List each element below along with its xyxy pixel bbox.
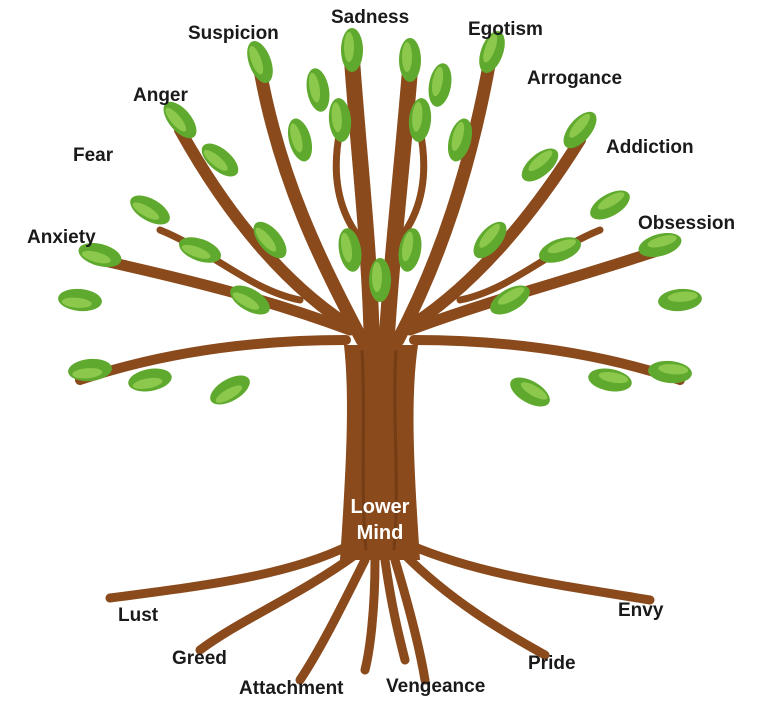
tree-branches xyxy=(75,52,685,385)
branch xyxy=(404,244,666,336)
leaf-icon xyxy=(638,232,682,258)
leaf-icon xyxy=(287,118,313,162)
label-lust: Lust xyxy=(118,605,159,626)
label-anxiety: Anxiety xyxy=(27,227,96,248)
root xyxy=(360,555,380,675)
leaf-icon xyxy=(473,221,507,259)
leaf-icon xyxy=(521,148,559,182)
label-attachment: Attachment xyxy=(239,678,344,699)
root xyxy=(195,550,360,655)
leaf-icon xyxy=(590,190,630,220)
trunk-body xyxy=(340,345,420,560)
leaf-icon xyxy=(510,377,550,407)
leaf-icon xyxy=(538,237,582,263)
leaf-icon xyxy=(447,118,473,162)
center-line-2: Mind xyxy=(356,522,404,544)
branch xyxy=(378,62,418,358)
branch xyxy=(75,335,351,385)
leaf-icon xyxy=(128,368,172,392)
leaf-icon xyxy=(58,288,102,312)
leaf-icon xyxy=(130,195,170,225)
trunk-grain xyxy=(392,349,398,551)
leaf-icon xyxy=(253,221,287,259)
leaf-icon xyxy=(490,285,530,315)
label-greed: Greed xyxy=(172,648,227,669)
branch xyxy=(398,134,586,336)
label-obsession: Obsession xyxy=(638,213,736,234)
leaf-icon xyxy=(648,360,692,384)
leaf-icon xyxy=(178,237,222,263)
branch xyxy=(391,53,497,347)
leaf-icon xyxy=(398,228,422,272)
branch xyxy=(253,63,369,347)
leaf-icon xyxy=(408,98,432,142)
center-line-1: Lower xyxy=(350,496,410,518)
leaf-icon xyxy=(658,288,702,312)
branch xyxy=(456,226,604,304)
leaf-icon xyxy=(230,285,270,315)
leaf-icon xyxy=(479,30,505,74)
label-fear: Fear xyxy=(73,145,114,166)
root xyxy=(380,555,410,665)
root xyxy=(105,540,355,603)
center-label: Lower Mind xyxy=(338,494,422,546)
leaf-icon xyxy=(78,242,122,268)
branch xyxy=(174,124,362,336)
leaf-icon xyxy=(201,143,239,177)
trunk-grain xyxy=(360,349,368,551)
label-arrogance: Arrogance xyxy=(527,68,623,89)
tree-leaves xyxy=(58,28,702,407)
leaf-icon xyxy=(338,228,362,272)
leaf-icon xyxy=(341,28,363,72)
label-vengeance: Vengeance xyxy=(386,676,486,697)
label-suspicion: Suspicion xyxy=(188,23,279,44)
tree-roots xyxy=(105,540,655,685)
branch xyxy=(156,226,304,304)
leaf-icon xyxy=(68,358,112,382)
branch xyxy=(94,254,356,336)
leaf-icon xyxy=(247,40,273,84)
label-envy: Envy xyxy=(618,600,664,621)
leaf-icon xyxy=(563,111,597,149)
label-anger: Anger xyxy=(133,85,188,106)
root xyxy=(400,550,550,660)
leaf-icon xyxy=(428,63,452,107)
leaf-icon xyxy=(369,258,391,302)
branch xyxy=(409,335,685,385)
label-egotism: Egotism xyxy=(468,19,543,40)
leaf-icon xyxy=(399,38,421,82)
root xyxy=(295,555,370,685)
branch xyxy=(344,52,380,358)
root xyxy=(405,540,655,605)
leaf-icon xyxy=(588,368,632,392)
tree-trunk xyxy=(340,345,420,560)
label-addiction: Addiction xyxy=(606,137,694,158)
branch xyxy=(386,126,428,254)
label-pride: Pride xyxy=(528,653,576,674)
branch xyxy=(332,126,374,254)
root xyxy=(390,555,430,685)
leaf-icon xyxy=(210,375,250,405)
leaf-icon xyxy=(328,98,352,142)
leaf-icon xyxy=(163,101,197,139)
leaf-icon xyxy=(306,68,330,112)
label-sadness: Sadness xyxy=(331,7,410,28)
